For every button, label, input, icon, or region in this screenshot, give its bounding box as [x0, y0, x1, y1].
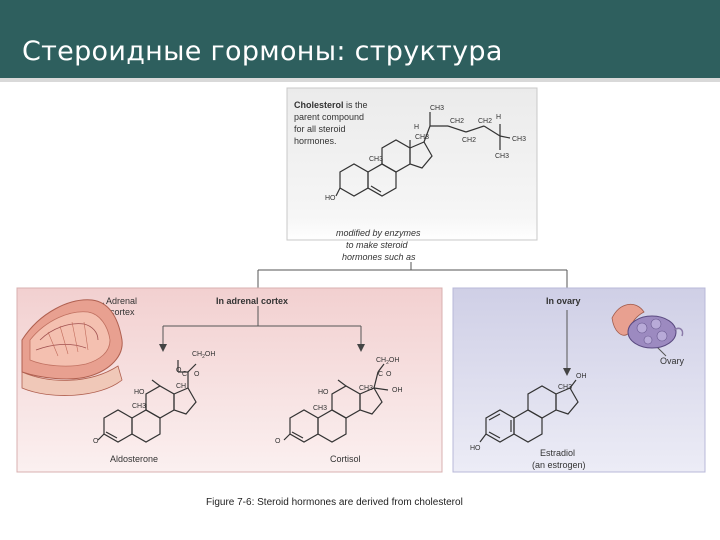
header-divider	[0, 78, 720, 82]
svg-text:CH3: CH3	[415, 134, 429, 141]
svg-text:HO: HO	[134, 389, 145, 396]
modified-line3: hormones such as	[342, 252, 416, 262]
svg-text:O: O	[275, 438, 281, 445]
adrenal-organ-label-2: cortex	[110, 307, 135, 317]
adrenal-connector	[159, 306, 365, 352]
estradiol-atom-labels: OH CH3 HO	[470, 373, 587, 452]
cortisol-molecule	[283, 363, 389, 443]
svg-text:CH2: CH2	[450, 118, 464, 125]
svg-text:HO: HO	[470, 445, 481, 452]
svg-text:CH2OH: CH2OH	[376, 357, 399, 366]
svg-text:CH3: CH3	[430, 105, 444, 112]
svg-text:CH3: CH3	[369, 156, 383, 163]
aldosterone-molecule	[97, 360, 197, 443]
cholesterol-molecule	[335, 112, 511, 197]
aldosterone-atom-labels: CH2OH O C O CH HO CH3 O	[93, 351, 215, 445]
modified-line2: to make steroid	[346, 240, 409, 250]
cholesterol-panel	[286, 87, 538, 241]
cholesterol-atom-labels: CH3 H CH2 CH2 CH2 H CH3 CH3 CH3 CH3 HO	[325, 105, 526, 202]
estradiol-molecule	[479, 379, 579, 443]
cortisol-atom-labels: CH2OH C O OH HO CH3 CH3 O	[275, 357, 403, 445]
modified-line1: modified by enzymes	[336, 228, 421, 238]
svg-text:CH3: CH3	[558, 384, 572, 391]
cholesterol-line2: parent compound	[294, 112, 364, 122]
cholesterol-bold: Cholesterol	[294, 100, 344, 110]
svg-text:HO: HO	[325, 195, 336, 202]
svg-text:O: O	[93, 438, 99, 445]
adrenal-organ-label-1: Adrenal	[106, 296, 137, 306]
cortisol-label: Cortisol	[330, 454, 361, 464]
svg-text:H: H	[496, 114, 501, 121]
svg-text:CH2: CH2	[462, 137, 476, 144]
adrenal-gland-illustration	[21, 299, 123, 396]
branch-connector	[257, 262, 568, 288]
svg-text:OH: OH	[576, 373, 587, 380]
svg-text:Cholesterol is the: Cholesterol is the	[294, 100, 368, 110]
svg-text:CH3: CH3	[495, 153, 509, 160]
figure-caption: Figure 7-6: Steroid hormones are derived…	[206, 497, 463, 508]
ovary-illustration	[611, 304, 684, 349]
slide-title: Стероидные гормоны: структура	[22, 36, 503, 67]
estradiol-label: Estradiol	[540, 448, 575, 458]
svg-text:CH3: CH3	[359, 385, 373, 392]
cholesterol-line1: is the	[344, 100, 368, 110]
svg-text:CH3: CH3	[512, 136, 526, 143]
ovary-heading: In ovary	[546, 296, 581, 306]
svg-text:CH3: CH3	[132, 403, 146, 410]
header-band	[0, 0, 720, 78]
svg-text:O: O	[176, 367, 182, 374]
svg-text:CH3: CH3	[313, 405, 327, 412]
svg-text:CH2: CH2	[478, 118, 492, 125]
svg-text:H: H	[414, 124, 419, 131]
svg-text:CH2OH: CH2OH	[192, 351, 215, 360]
estradiol-note: (an estrogen)	[532, 460, 586, 470]
svg-text:HO: HO	[318, 389, 329, 396]
svg-text:OH: OH	[392, 387, 403, 394]
svg-text:O: O	[194, 371, 200, 378]
aldosterone-label: Aldosterone	[110, 454, 158, 464]
svg-text:O: O	[386, 371, 392, 378]
svg-text:C: C	[182, 371, 187, 378]
cholesterol-line3: for all steroid	[294, 124, 346, 134]
ovary-panel	[452, 287, 706, 473]
cholesterol-line4: hormones.	[294, 136, 337, 146]
ovary-organ-label: Ovary	[660, 356, 685, 366]
svg-text:C: C	[378, 371, 383, 378]
adrenal-heading: In adrenal cortex	[216, 296, 288, 306]
svg-text:CH: CH	[176, 383, 186, 390]
